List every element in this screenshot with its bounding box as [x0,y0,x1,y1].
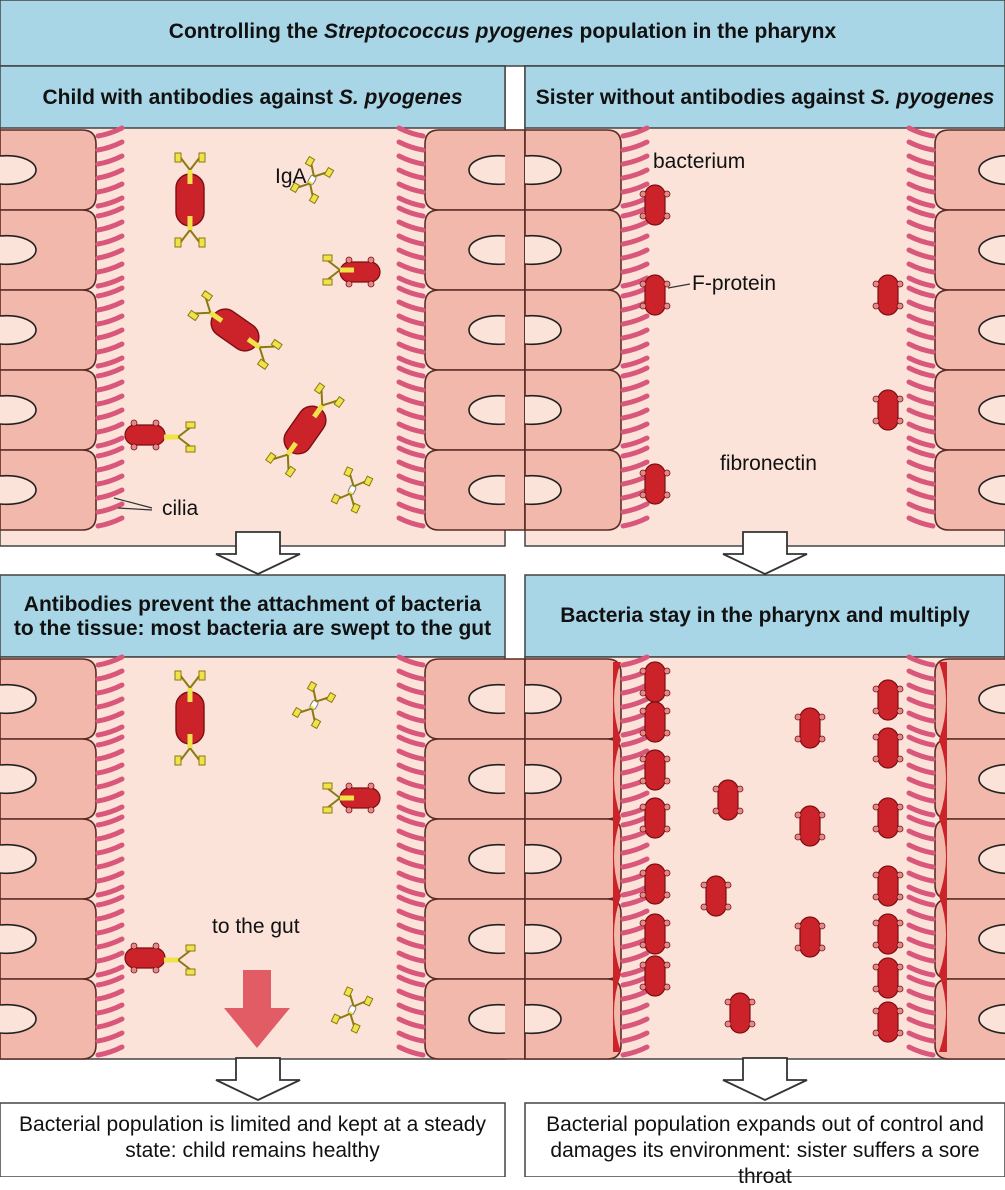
panel-child-bottom [0,575,525,1059]
title-species: Streptococcus pyogenes [324,20,574,43]
outcome-sister: Bacterial population expands out of cont… [525,1112,1005,1190]
heading-species: S. pyogenes [871,86,995,109]
heading-text: Child with antibodies against [42,86,338,109]
panel-heading-sister-top: Sister without antibodies against S. pyo… [525,86,1005,110]
label-fibronectin: fibronectin [720,452,817,476]
panel-heading-sister-bottom: Bacteria stay in the pharynx and multipl… [525,604,1005,628]
flow-arrow-sister-2 [723,1058,807,1100]
label-iga: IgA [275,165,307,189]
heading-text: Sister without antibodies against [536,86,871,109]
heading-line-2: to the tissue: most bacteria are swept t… [0,617,505,641]
label-bacterium: bacterium [653,150,745,174]
outcome-line-2: state: child remains healthy [0,1138,505,1164]
label-to-the-gut: to the gut [212,915,300,939]
outcome-line-1: Bacterial population expands out of cont… [525,1112,1005,1138]
panel-heading-child-top: Child with antibodies against S. pyogene… [0,86,505,110]
label-f-protein: F-protein [692,272,776,296]
panel-heading-child-bottom: Antibodies prevent the attachment of bac… [0,593,505,641]
outcome-line-2: damages its environment: sister suffers … [525,1138,1005,1190]
heading-species: S. pyogenes [339,86,463,109]
heading-line-1: Antibodies prevent the attachment of bac… [0,593,505,617]
page-title: Controlling the Streptococcus pyogenes p… [0,20,1005,44]
label-cilia: cilia [162,497,198,521]
flow-arrow-child-2 [216,1058,300,1100]
outcome-line-1: Bacterial population is limited and kept… [0,1112,505,1138]
panel-child-top [0,66,525,546]
title-prefix: Controlling the [169,20,324,43]
panel-sister-bottom [525,575,1005,1059]
outcome-child: Bacterial population is limited and kept… [0,1112,505,1164]
title-suffix: population in the pharynx [574,20,837,43]
